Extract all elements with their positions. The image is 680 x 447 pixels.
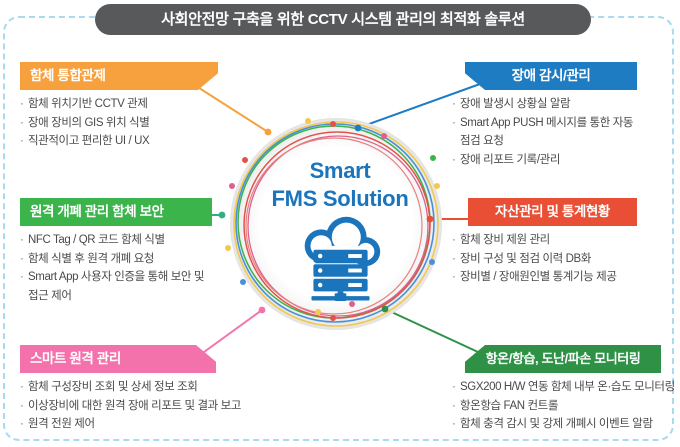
feature-environment-monitoring: 항온/항습, 도난/파손 모니터링 · SGX200 H/W 연동 함체 내부 … (452, 345, 678, 434)
connector-fault-monitoring (357, 83, 481, 129)
list-item: · 함체 위치기반 CCTV 관제 (20, 95, 230, 114)
feature-list: · SGX200 H/W 연동 함체 내부 온·습도 모니터링 · 항온항습 F… (452, 378, 678, 434)
list-item: · 장비별 / 장애원인별 통계기능 제공 (452, 268, 652, 287)
connector-smart-remote (203, 309, 263, 353)
feature-asset-statistics: 자산관리 및 통계현황 · 함체 장비 제원 관리 · 장비 구성 및 점검 이… (452, 198, 652, 287)
bullet-icon: · (452, 399, 456, 412)
bullet-icon: · (20, 135, 24, 147)
center-title-line1: Smart (309, 158, 371, 183)
list-item: · NFC Tag / QR 코드 함체 식별 (20, 231, 216, 250)
list-item: · 함체 충격 감시 및 강제 개폐시 이벤트 알람 (452, 415, 678, 434)
feature-list: · 함체 장비 제원 관리 · 장비 구성 및 점검 이력 DB화 · 장비별 … (452, 231, 652, 287)
bullet-icon: · (20, 418, 24, 430)
feature-smart-remote-management: 스마트 원격 관리 · 함체 구성장비 조회 및 상세 정보 조회 · 이상장비… (20, 345, 275, 434)
bullet-icon: · (20, 399, 24, 412)
feature-list: · 장애 발생시 상황실 알람 · Smart App PUSH 메시지를 통한… (452, 95, 638, 169)
list-item: · 원격 전원 제어 (20, 415, 275, 434)
list-item: · 장비 구성 및 점검 이력 DB화 (452, 250, 652, 269)
list-item: · SGX200 H/W 연동 함체 내부 온·습도 모니터링 (452, 378, 678, 397)
feature-header: 스마트 원격 관리 (20, 345, 216, 373)
list-item: · 함체 구성장비 조회 및 상세 정보 조회 (20, 378, 275, 397)
list-item: · 장애 발생시 상황실 알람 (452, 95, 638, 114)
orbit-dots (218, 118, 440, 321)
bullet-icon: · (452, 381, 456, 393)
feature-fault-monitoring: 장애 감시/관리 · 장애 발생시 상황실 알람 · Smart App PUS… (452, 62, 638, 169)
feature-list: · NFC Tag / QR 코드 함체 식별 · 함체 식별 후 원격 개폐 … (20, 231, 216, 305)
feature-header: 함체 통합관제 (20, 62, 218, 90)
bullet-icon: · (452, 234, 456, 246)
bullet-icon: · (452, 116, 456, 129)
center-title-line2: FMS Solution (271, 186, 409, 211)
list-item: · 장애 리포트 기록/관리 (452, 151, 638, 170)
bullet-icon: · (452, 98, 456, 110)
bullet-icon: · (20, 98, 24, 110)
center-title: Smart FMS Solution (250, 157, 430, 213)
list-item: · Smart App 사용자 인증을 통해 보안 및 접근 제어 (20, 268, 216, 305)
list-item: · 함체 장비 제원 관리 (452, 231, 652, 250)
list-item: · 항온항습 FAN 컨트롤 (452, 397, 678, 416)
list-item: · 직관적이고 편리한 UI / UX (20, 132, 230, 151)
feature-list: · 함체 위치기반 CCTV 관제 · 장애 장비의 GIS 위치 식별 · 직… (20, 95, 230, 151)
connector-integrated-control (195, 85, 269, 133)
bullet-icon: · (20, 252, 24, 265)
bullet-icon: · (452, 271, 456, 283)
feature-remote-open-close-security: 원격 개폐 관리 함체 보안 · NFC Tag / QR 코드 함체 식별 ·… (20, 198, 216, 305)
bullet-icon: · (20, 271, 24, 283)
cloud-server-network-icon (292, 211, 389, 306)
bullet-icon: · (452, 252, 456, 265)
bullet-icon: · (20, 116, 24, 129)
feature-integrated-control: 함체 통합관제 · 함체 위치기반 CCTV 관제 · 장애 장비의 GIS 위… (20, 62, 230, 151)
feature-header: 원격 개폐 관리 함체 보안 (20, 198, 212, 226)
list-item: · 함체 식별 후 원격 개폐 요청 (20, 250, 216, 269)
list-item: · Smart App PUSH 메시지를 통한 자동 점검 요청 (452, 114, 638, 151)
feature-header: 장애 감시/관리 (465, 62, 637, 90)
list-item: · 장애 장비의 GIS 위치 식별 (20, 114, 230, 133)
page-title: 사회안전망 구축을 위한 CCTV 시스템 관리의 최적화 솔루션 (95, 4, 591, 35)
feature-list: · 함체 구성장비 조회 및 상세 정보 조회 · 이상장비에 대한 원격 장애… (20, 378, 275, 434)
bullet-icon: · (20, 381, 24, 393)
feature-header: 자산관리 및 통계현황 (468, 198, 637, 226)
list-item: · 이상장비에 대한 원격 장애 리포트 및 결과 보고 (20, 397, 275, 416)
connector-environment-monitoring (384, 308, 479, 353)
bullet-icon: · (20, 234, 24, 246)
bullet-icon: · (452, 153, 456, 166)
feature-header: 항온/항습, 도난/파손 모니터링 (465, 345, 661, 373)
bullet-icon: · (452, 418, 456, 430)
